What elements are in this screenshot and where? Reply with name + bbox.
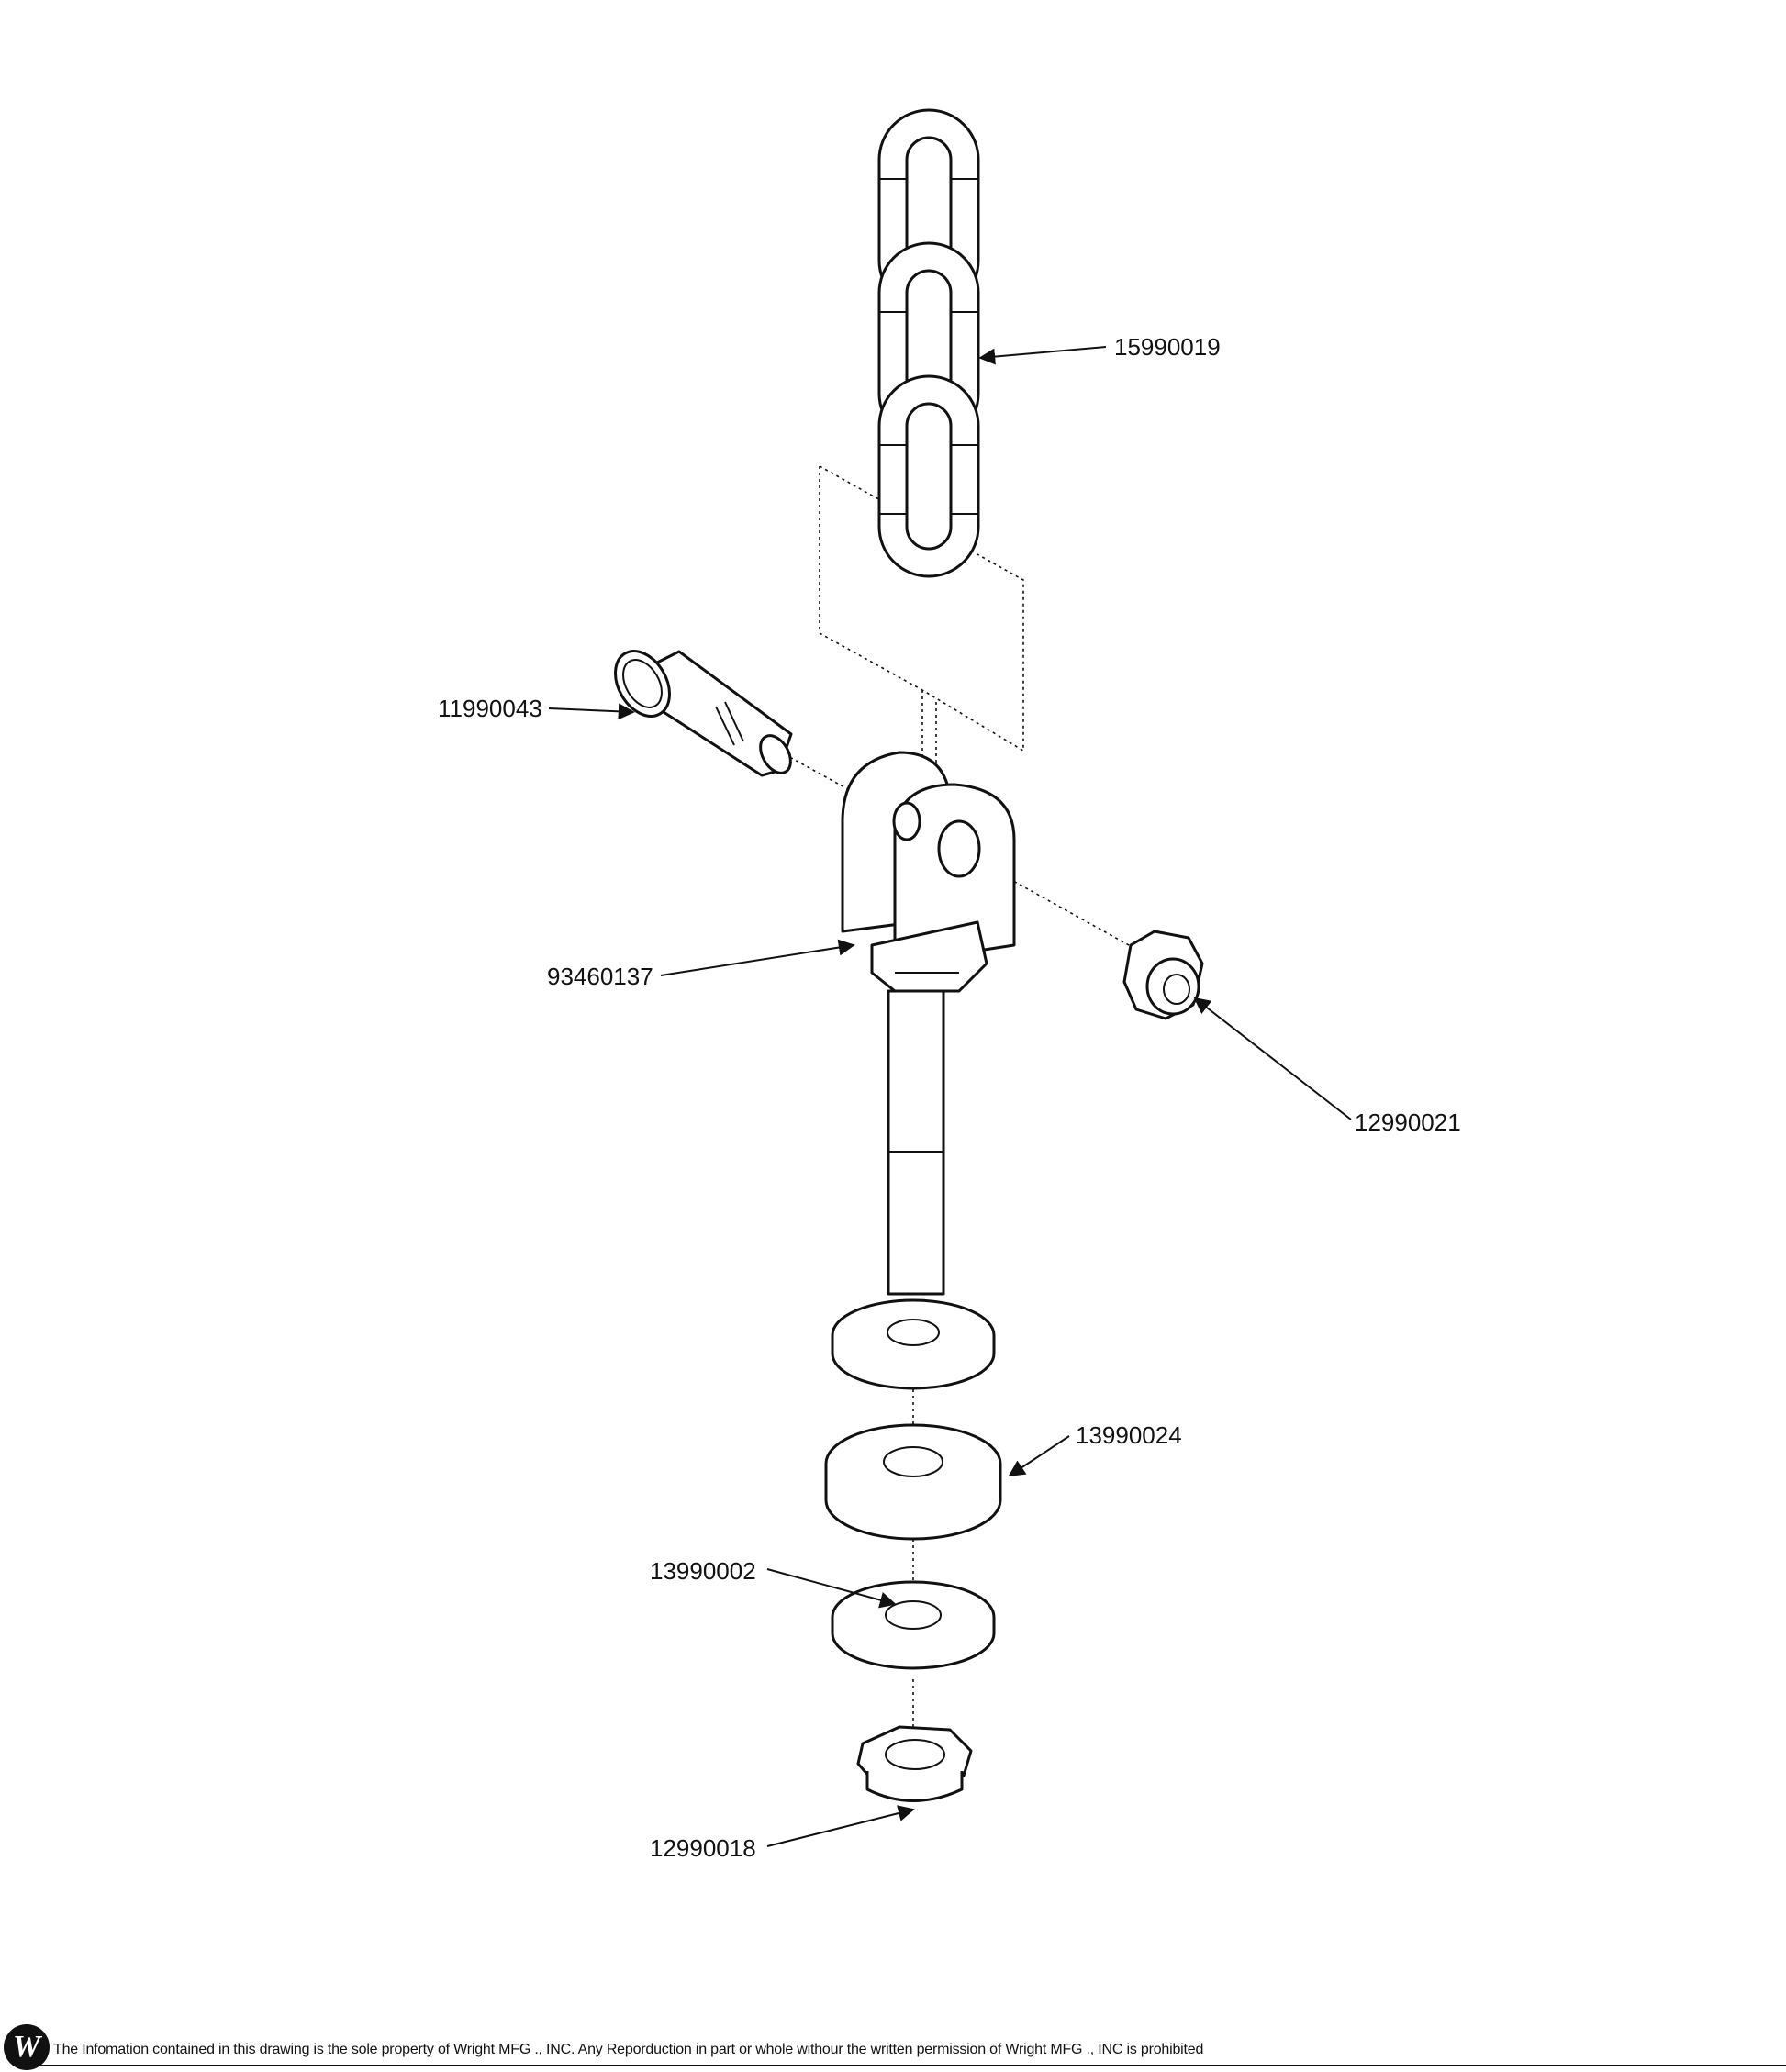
footer-divider	[39, 2065, 1786, 2066]
leader-chain	[978, 346, 1107, 365]
label-clevis-pin: 11990043	[438, 695, 542, 722]
label-lock-nut: 12990021	[1355, 1108, 1461, 1136]
label-hex-nut: 12990018	[650, 1834, 756, 1862]
proprietary-notice: The Infomation contained in this drawing…	[53, 2042, 1204, 2057]
leader-flat-washer	[766, 1568, 897, 1609]
thick-washer	[824, 1423, 1002, 1541]
label-clevis-rod: 93460137	[547, 963, 653, 990]
label-thick-washer: 13990024	[1076, 1421, 1182, 1449]
hex-nut	[856, 1725, 973, 1802]
label-flat-washer: 13990002	[650, 1557, 756, 1585]
leader-clevis-rod	[660, 939, 855, 976]
flat-washer	[831, 1580, 996, 1670]
leader-clevis-pin	[548, 703, 635, 720]
leader-thick-washer	[1008, 1435, 1070, 1476]
leader-hex-nut	[766, 1805, 915, 1847]
lock-nut	[1122, 930, 1204, 1020]
label-chain: 15990019	[1114, 333, 1221, 361]
leader-lines	[548, 346, 1352, 1847]
leader-lock-nut	[1193, 997, 1352, 1120]
part-labels: 15990019 11990043 93460137 12990021 1399…	[438, 333, 1461, 1862]
assembly-guide-lines	[784, 465, 1130, 1748]
clevis-pin	[614, 650, 793, 777]
chain-links	[877, 108, 980, 578]
clevis-rod	[831, 751, 1016, 1390]
wright-logo: W	[4, 2024, 50, 2070]
